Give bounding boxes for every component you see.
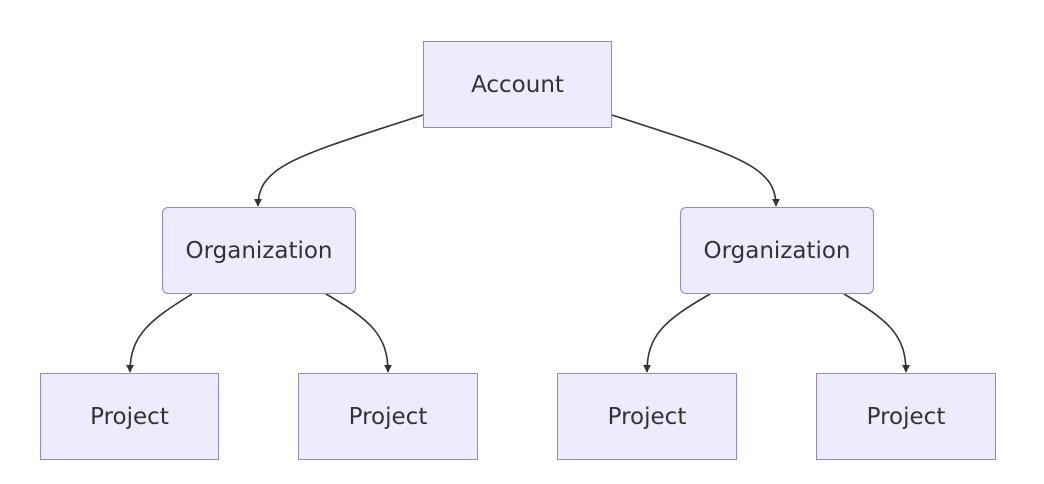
edge-org-1-to-project-2 <box>325 293 392 373</box>
project-node: Project <box>816 373 996 460</box>
project-node-label: Project <box>348 403 428 430</box>
project-node: Project <box>557 373 737 460</box>
project-node: Project <box>40 373 219 460</box>
organization-node-label: Organization <box>703 237 851 264</box>
edge-account-to-org-1 <box>254 114 424 207</box>
project-node-label: Project <box>90 403 169 430</box>
project-node-label: Project <box>866 403 946 430</box>
organization-node: Organization <box>680 207 874 294</box>
project-node-label: Project <box>607 403 687 430</box>
organization-node-label: Organization <box>185 237 333 264</box>
edge-org-2-to-project-4 <box>843 293 910 373</box>
edge-org-1-to-project-1 <box>126 293 193 373</box>
edge-org-2-to-project-3 <box>643 293 711 373</box>
edge-account-to-org-2 <box>611 114 780 207</box>
account-node: Account <box>423 41 612 128</box>
organization-node: Organization <box>162 207 356 294</box>
account-node-label: Account <box>471 71 564 98</box>
project-node: Project <box>298 373 478 460</box>
